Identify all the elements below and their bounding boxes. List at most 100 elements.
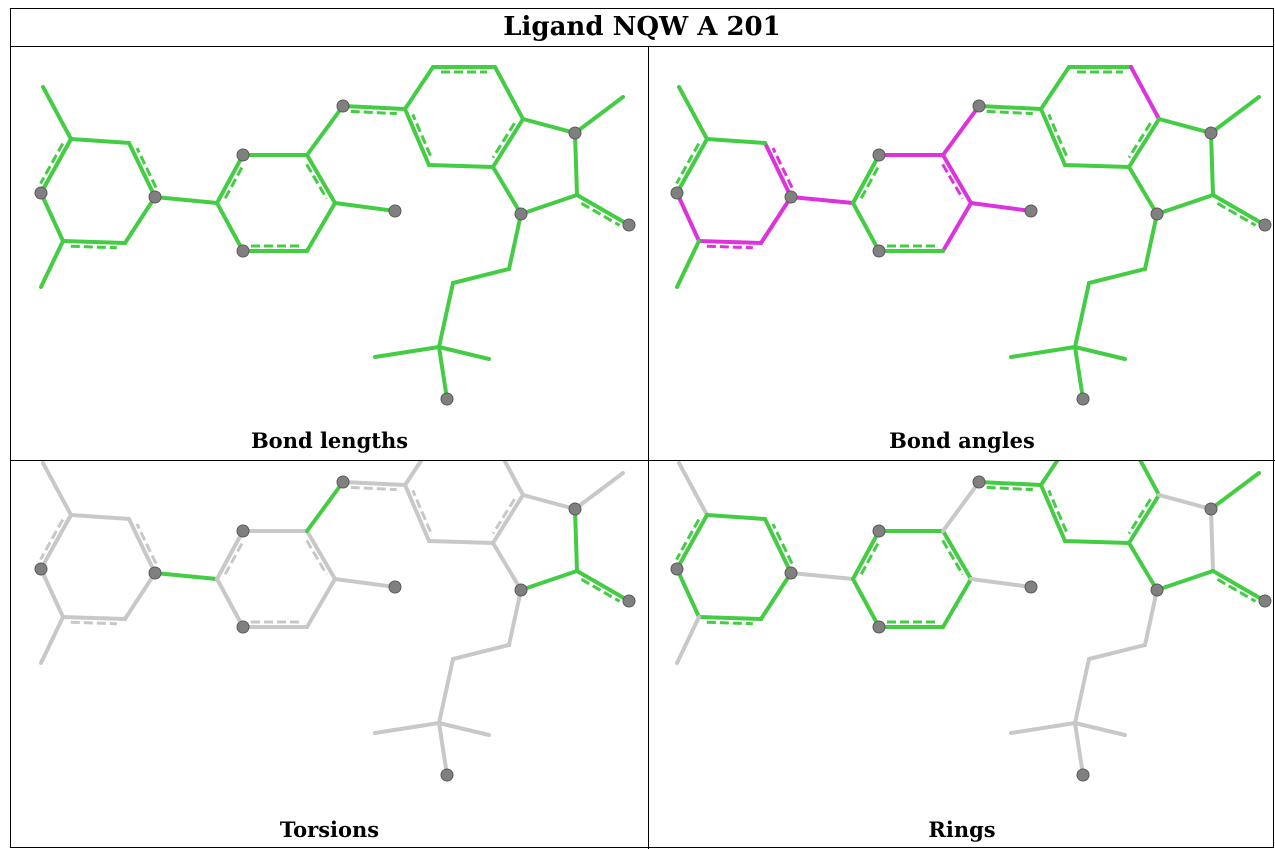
- atom-marker: [1150, 583, 1164, 597]
- bond: [969, 201, 1033, 213]
- bond: [941, 201, 973, 253]
- bond: [427, 539, 495, 545]
- bond: [437, 657, 455, 725]
- bond: [1209, 131, 1215, 197]
- bond: [1209, 471, 1261, 511]
- atom-marker: [784, 566, 798, 580]
- figure-frame: Ligand NQW A 201 Bond lengths Bond angle…: [10, 8, 1275, 849]
- atom-marker: [236, 244, 250, 258]
- bond: [39, 567, 65, 619]
- bond: [1039, 107, 1068, 167]
- bond: [877, 620, 945, 629]
- bond: [851, 201, 881, 253]
- bond: [759, 571, 793, 621]
- bond: [341, 104, 407, 116]
- bond: [437, 345, 491, 361]
- bond: [1073, 657, 1091, 725]
- bond: [1073, 721, 1127, 737]
- atom-marker: [236, 620, 250, 634]
- bond: [491, 117, 525, 169]
- bond: [1073, 721, 1085, 777]
- bond: [241, 244, 309, 253]
- bond: [451, 267, 511, 285]
- bond: [341, 480, 407, 492]
- bond: [1129, 65, 1161, 121]
- atom-marker: [514, 583, 528, 597]
- bond: [437, 721, 491, 737]
- bond: [215, 577, 245, 629]
- bond: [941, 104, 981, 157]
- bond: [573, 131, 579, 197]
- bond: [575, 569, 631, 603]
- bond: [1127, 165, 1159, 216]
- bond: [1009, 345, 1077, 359]
- bond: [1127, 541, 1159, 592]
- bond: [675, 615, 701, 665]
- bond: [123, 195, 157, 245]
- bond: [437, 345, 449, 401]
- bond: [851, 577, 881, 629]
- bond: [373, 721, 441, 735]
- panel-bond-lengths: Bond lengths: [11, 47, 649, 461]
- bond: [1063, 163, 1131, 169]
- atom-marker: [1024, 204, 1038, 218]
- atom-marker: [336, 475, 350, 489]
- bond: [403, 461, 424, 487]
- bond: [573, 507, 579, 573]
- bond: [677, 85, 709, 141]
- bond: [573, 95, 625, 135]
- bond: [1211, 569, 1267, 603]
- atom-marker: [1024, 580, 1038, 594]
- bond: [127, 517, 158, 575]
- bond: [507, 588, 523, 647]
- atom-marker: [872, 244, 886, 258]
- bond: [437, 281, 455, 349]
- atom-marker: [440, 768, 454, 782]
- bond: [427, 163, 495, 169]
- caption-torsions: Torsions: [279, 817, 380, 842]
- bond: [333, 577, 397, 589]
- atom-marker: [872, 524, 886, 538]
- bond: [705, 137, 767, 145]
- atom-marker: [236, 148, 250, 162]
- bond: [403, 107, 432, 167]
- bond: [1127, 493, 1161, 545]
- atom-marker: [514, 207, 528, 221]
- atom-marker: [34, 562, 48, 576]
- bond: [1143, 212, 1159, 271]
- bond: [1155, 569, 1215, 592]
- atom-marker: [568, 126, 582, 140]
- bond: [493, 65, 525, 121]
- bond: [1157, 493, 1213, 511]
- bond: [519, 569, 579, 592]
- bond: [333, 201, 397, 213]
- bond: [305, 104, 345, 157]
- bond: [39, 615, 65, 665]
- bond: [573, 471, 625, 511]
- caption-bond-angles: Bond angles: [889, 428, 1035, 453]
- bond: [1209, 507, 1215, 573]
- figure-title: Ligand NQW A 201: [11, 9, 1273, 47]
- bond: [1039, 65, 1071, 111]
- caption-rings: Rings: [928, 817, 996, 842]
- bond: [502, 461, 525, 497]
- bond: [697, 239, 763, 250]
- bond: [39, 513, 73, 571]
- bond: [403, 65, 435, 111]
- atom-marker: [1150, 207, 1164, 221]
- bond: [1157, 117, 1213, 135]
- bond: [941, 480, 981, 533]
- bond: [1073, 345, 1085, 401]
- bond: [1009, 721, 1077, 735]
- bond: [153, 195, 219, 205]
- bond: [69, 513, 131, 521]
- bond: [1087, 267, 1147, 285]
- bond: [1073, 345, 1127, 361]
- atom-marker: [236, 524, 250, 538]
- bond: [1155, 193, 1215, 216]
- bond: [241, 620, 309, 629]
- molecule-bond-lengths: [34, 65, 636, 406]
- bond: [491, 541, 523, 592]
- bond: [519, 193, 579, 216]
- bond: [215, 529, 245, 581]
